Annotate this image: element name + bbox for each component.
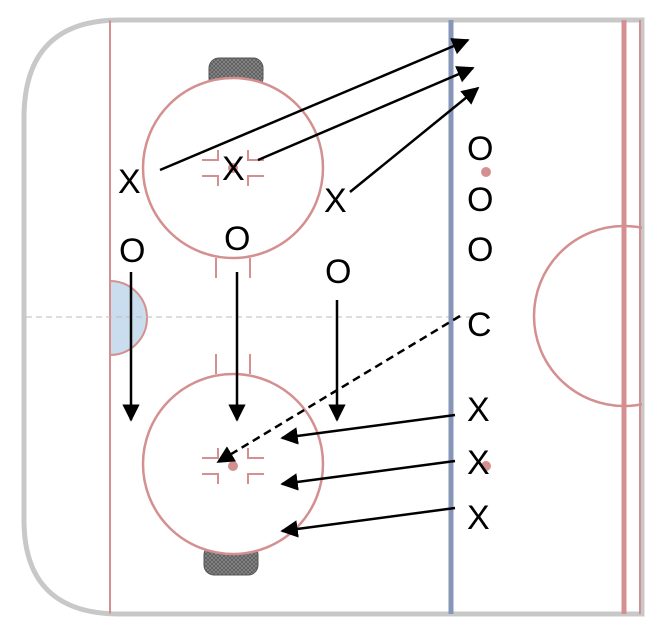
top-faceoff-dot: [228, 163, 238, 173]
pass-arrow-coach: [216, 314, 461, 464]
arrow-x-top-right: [349, 86, 480, 193]
player-o-left: O: [119, 232, 145, 270]
neutral-dot-bottom: [481, 461, 491, 471]
player-x-blue-2: X: [467, 444, 490, 482]
arrow-x-blue-1: [280, 413, 456, 445]
center-faceoff-circle: [532, 224, 642, 408]
player-o-blue-3: O: [467, 231, 493, 269]
player-x-blue-1: X: [467, 391, 490, 429]
arrow-x-blue-3: [280, 506, 456, 538]
arrow-x-top-dot: [257, 66, 475, 162]
player-o-blue-2: O: [467, 181, 493, 219]
bottom-faceoff-dot: [228, 461, 238, 471]
top-faceoff-circle: [141, 76, 325, 278]
player-x-top-right: X: [324, 182, 347, 220]
goal-crease: [109, 279, 148, 357]
neutral-dot-top: [481, 167, 491, 177]
player-x-top-left: X: [118, 163, 141, 201]
player-o-mid: O: [224, 220, 250, 258]
player-coach: C: [467, 306, 492, 344]
player-x-top-dot: X: [222, 150, 245, 188]
player-o-right: O: [325, 253, 351, 291]
player-o-blue-1: O: [467, 130, 493, 168]
arrow-x-top-left: [159, 38, 470, 172]
bottom-faceoff-circle: [141, 354, 325, 556]
player-x-blue-3: X: [467, 499, 490, 537]
arrow-x-blue-2: [280, 459, 456, 491]
